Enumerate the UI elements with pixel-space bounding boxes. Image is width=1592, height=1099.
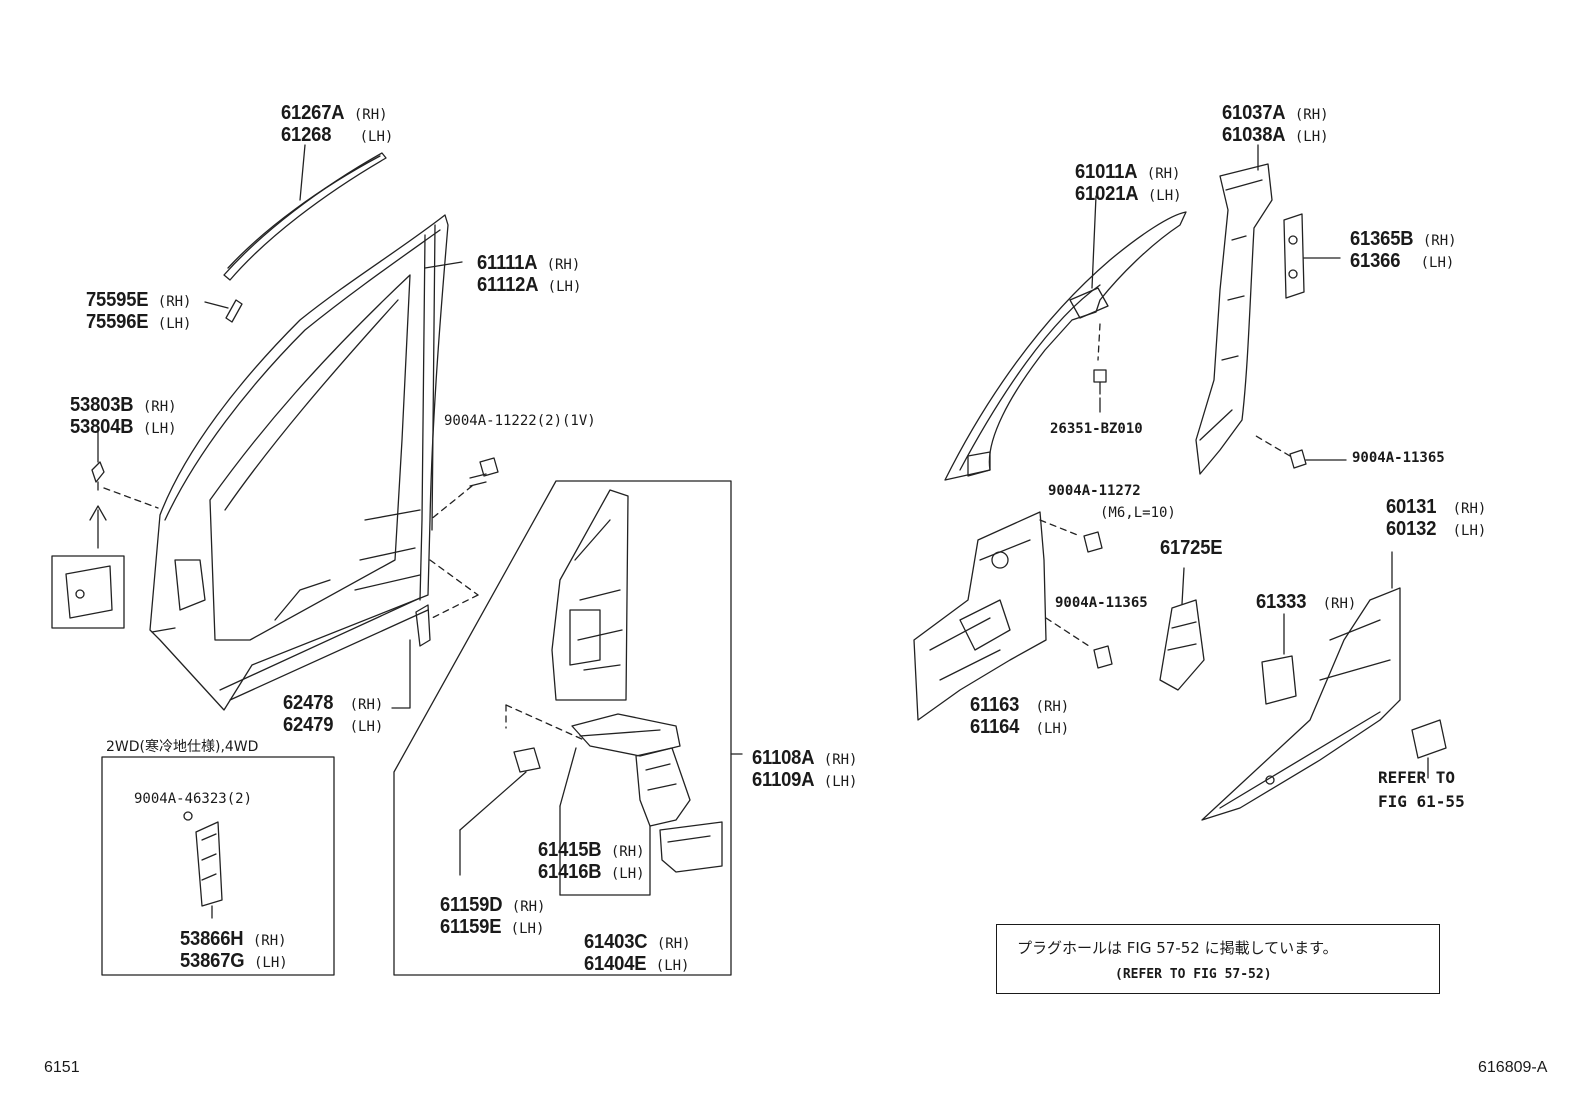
cowl-side-panel-part	[913, 511, 1047, 721]
label-61403c: 61403C(RH) 61404E(LH)	[584, 931, 691, 975]
label-53866h: 53866H(RH) 53867G(LH)	[180, 928, 288, 972]
label-61111a: 61111A(RH) 61112A(LH)	[477, 252, 582, 296]
bolt-part	[469, 457, 499, 487]
rocker-panel-part	[1201, 587, 1401, 821]
clip-part	[225, 299, 243, 323]
label-9004a-11222: 9004A-11222(2)(1V)	[444, 413, 596, 429]
footer-left-code: 6151	[44, 1059, 80, 1076]
label-fig-61-55: FIG 61-55	[1378, 792, 1465, 811]
center-pillar-part	[1195, 163, 1273, 475]
dash-side-member-part	[571, 713, 681, 757]
patch-part	[1261, 655, 1297, 705]
label-9004a-11272: 9004A-11272	[1048, 483, 1141, 499]
inner-panel-part	[635, 747, 691, 827]
bolt-part-d	[1093, 645, 1113, 669]
roof-rail-moulding-part	[223, 152, 387, 281]
note-english: (REFER TO FIG 57-52)	[1115, 967, 1272, 982]
reference-note-box: プラグホールは FIG 57-52 に掲載しています。 (REFER TO FI…	[996, 924, 1440, 994]
label-61725e: 61725E	[1160, 537, 1223, 559]
front-pillar-inner-part	[944, 211, 1187, 481]
label-9004a-11365-mid: 9004A-11365	[1055, 595, 1148, 611]
label-60131: 60131(RH) 60132(LH)	[1386, 496, 1487, 540]
clip-part-26351	[1093, 369, 1107, 395]
label-61108a: 61108A(RH) 61109A(LH)	[752, 747, 858, 791]
label-61365b: 61365B(RH) 61366(LH)	[1350, 228, 1457, 272]
weld-nut-part	[513, 747, 541, 773]
label-61037a: 61037A(RH) 61038A(LH)	[1222, 102, 1329, 146]
arrow-up-icon	[89, 505, 107, 549]
bolt-part-c	[1083, 531, 1103, 553]
footer-right-code: 616809-A	[1478, 1059, 1548, 1076]
label-61267a: 61267A(RH) 61268(LH)	[281, 102, 394, 146]
lower-pillar-reinforcement-part	[551, 489, 629, 701]
cowl-bracket-part	[1159, 599, 1205, 691]
pillar-reinforcement-plate-part	[1283, 213, 1305, 299]
label-53803b: 53803B(RH) 53804B(LH)	[70, 394, 177, 438]
bracket-part	[415, 604, 431, 647]
bolt-part-b	[1289, 449, 1307, 469]
label-61011a: 61011A(RH) 61021A(LH)	[1075, 161, 1182, 205]
label-26351-bz010: 26351-BZ010	[1050, 421, 1143, 437]
seal-plate-part	[1411, 719, 1447, 759]
label-75595e: 75595E(RH) 75596E(LH)	[86, 289, 192, 333]
step-plate-part	[183, 811, 223, 907]
label-9004a-11272-spec: (M6,L=10)	[1100, 505, 1176, 521]
label-9004a-11365-top: 9004A-11365	[1352, 450, 1445, 466]
gusset-part	[659, 821, 723, 873]
label-61333: 61333(RH)	[1256, 591, 1357, 613]
label-2wd-note: 2WD(寒冷地仕様),4WD	[106, 739, 259, 755]
front-body-pillar-part	[149, 214, 449, 711]
label-61159d: 61159D(RH) 61159E(LH)	[440, 894, 546, 938]
note-japanese: プラグホールは FIG 57-52 に掲載しています。	[1017, 939, 1338, 957]
label-61415b: 61415B(RH) 61416B(LH)	[538, 839, 645, 883]
label-61163: 61163(RH) 61164(LH)	[970, 694, 1070, 738]
label-9004a-46323: 9004A-46323(2)	[134, 791, 253, 807]
label-refer-to: REFER TO	[1378, 768, 1456, 787]
retainer-clip-part	[91, 461, 105, 491]
label-62478: 62478(RH) 62479(LH)	[283, 692, 384, 736]
